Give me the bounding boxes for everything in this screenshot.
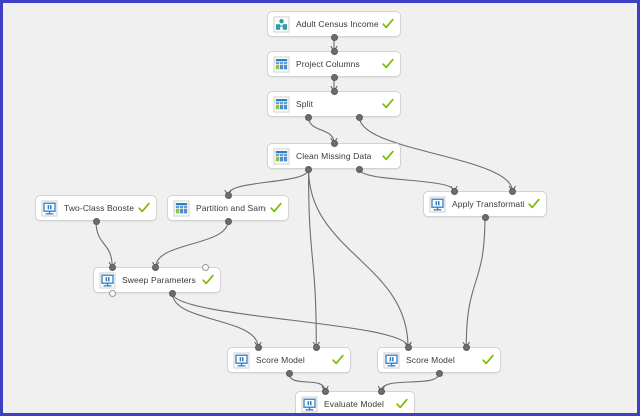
module-score-model-left[interactable]: Score Model	[227, 347, 351, 373]
input-port-score-model-left-0[interactable]	[254, 343, 262, 351]
module-label: Score Model	[256, 355, 305, 365]
module-label: Adult Census Income Binary C...	[296, 19, 378, 29]
status-check-icon	[396, 398, 408, 409]
input-port-evaluate-model-1[interactable]	[377, 387, 385, 395]
status-check-icon	[382, 150, 394, 161]
table-grid-icon	[273, 96, 290, 112]
status-check-icon	[332, 354, 344, 365]
status-check-icon	[382, 18, 394, 29]
module-label: Evaluate Model	[324, 399, 384, 409]
output-port-dataset-0[interactable]	[330, 33, 338, 41]
output-port-score-model-right-0[interactable]	[435, 369, 443, 377]
output-port-apply-transformation-0[interactable]	[481, 213, 489, 221]
module-sweep-parameters[interactable]: Sweep Parameters	[93, 267, 221, 293]
module-label: Score Model	[406, 355, 455, 365]
status-check-icon	[138, 202, 150, 213]
module-label: Split	[296, 99, 314, 109]
output-port-partition-and-sample-0[interactable]	[224, 217, 232, 225]
input-port-score-model-right-1[interactable]	[462, 343, 470, 351]
module-label: Clean Missing Data	[296, 151, 372, 161]
module-layer: Adult Census Income Binary C... Project C…	[3, 3, 637, 413]
output-port-sweep-parameters-1[interactable]	[168, 289, 176, 297]
table-grid-icon	[273, 56, 290, 72]
module-clean-missing-data[interactable]: Clean Missing Data	[267, 143, 401, 169]
module-label: Apply Transformation	[452, 199, 524, 209]
table-grid-icon	[173, 200, 190, 216]
input-port-evaluate-model-0[interactable]	[321, 387, 329, 395]
input-port-apply-transformation-1[interactable]	[508, 187, 516, 195]
output-port-clean-missing-data-1[interactable]	[355, 165, 363, 173]
model-monitor-icon	[429, 196, 446, 212]
module-label: Partition and Sample	[196, 203, 266, 213]
module-label: Two-Class Boosted Decision T...	[64, 203, 134, 213]
output-port-project-columns-0[interactable]	[330, 73, 338, 81]
input-port-sweep-parameters-1[interactable]	[152, 263, 160, 271]
model-monitor-icon	[383, 352, 400, 368]
model-monitor-icon	[301, 396, 318, 412]
module-label: Sweep Parameters	[122, 275, 196, 285]
model-monitor-icon	[233, 352, 250, 368]
input-port-score-model-left-1[interactable]	[312, 343, 320, 351]
module-apply-transformation[interactable]: Apply Transformation	[423, 191, 547, 217]
model-monitor-icon	[99, 272, 116, 288]
input-port-split-0[interactable]	[330, 87, 338, 95]
output-port-clean-missing-data-0[interactable]	[305, 165, 313, 173]
module-label: Project Columns	[296, 59, 360, 69]
model-monitor-icon	[41, 200, 58, 216]
status-check-icon	[482, 354, 494, 365]
input-port-sweep-parameters-0[interactable]	[108, 263, 116, 271]
output-port-sweep-parameters-0[interactable]	[108, 289, 116, 297]
output-port-split-1[interactable]	[355, 113, 363, 121]
module-partition-and-sample[interactable]: Partition and Sample	[167, 195, 289, 221]
input-port-clean-missing-data-0[interactable]	[330, 139, 338, 147]
status-check-icon	[528, 198, 540, 209]
output-port-split-0[interactable]	[305, 113, 313, 121]
table-grid-icon	[273, 148, 290, 164]
output-port-two-class-boosted-decision-tree-0[interactable]	[92, 217, 100, 225]
input-port-sweep-parameters-2[interactable]	[202, 263, 210, 271]
dataset-icon	[273, 16, 290, 32]
status-check-icon	[382, 98, 394, 109]
module-two-class-boosted-decision-tree[interactable]: Two-Class Boosted Decision T...	[35, 195, 157, 221]
module-split[interactable]: Split	[267, 91, 401, 117]
input-port-score-model-right-0[interactable]	[404, 343, 412, 351]
input-port-project-columns-0[interactable]	[330, 47, 338, 55]
module-dataset[interactable]: Adult Census Income Binary C...	[267, 11, 401, 37]
input-port-partition-and-sample-0[interactable]	[224, 191, 232, 199]
module-score-model-right[interactable]: Score Model	[377, 347, 501, 373]
module-evaluate-model[interactable]: Evaluate Model	[295, 391, 415, 413]
status-check-icon	[382, 58, 394, 69]
status-check-icon	[270, 202, 282, 213]
status-check-icon	[202, 274, 214, 285]
input-port-apply-transformation-0[interactable]	[450, 187, 458, 195]
output-port-score-model-left-0[interactable]	[285, 369, 293, 377]
